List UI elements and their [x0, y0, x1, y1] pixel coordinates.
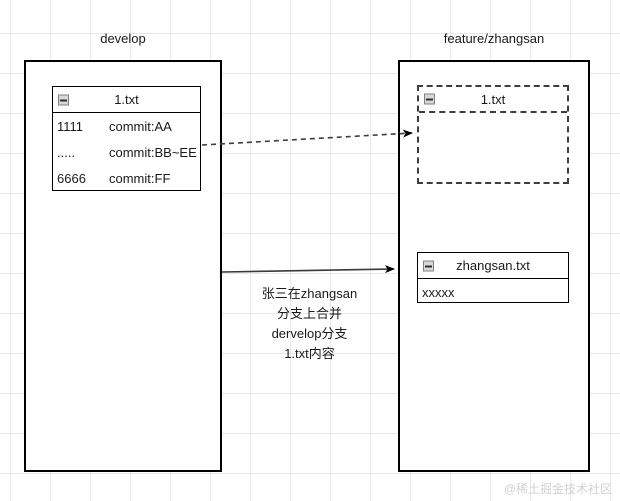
commit-row: 6666 commit:FF — [53, 165, 200, 191]
collapse-minus-icon[interactable] — [58, 94, 69, 105]
file-card-header: 1.txt — [53, 87, 200, 113]
commit-row: ..... commit:BB~EE — [53, 139, 200, 165]
file-content-row: xxxxx — [422, 284, 455, 300]
merge-note-line-2: 分支上合并 — [276, 306, 342, 321]
commit-message: commit:AA — [109, 118, 172, 134]
collapse-minus-icon[interactable] — [424, 93, 435, 105]
commit-hash: ..... — [57, 144, 76, 160]
merge-note: 张三在zhangsan 分支上合并 dervelop分支 1.txt内容 — [222, 284, 397, 364]
collapse-minus-icon[interactable] — [423, 260, 434, 271]
file-card-header: 1.txt — [419, 87, 567, 113]
commit-hash: 6666 — [57, 170, 86, 186]
file-card-title: 1.txt — [114, 92, 139, 107]
connector-dashed-1txt — [201, 129, 413, 146]
merge-note-line-1: 张三在zhangsan — [261, 286, 358, 301]
merge-note-line-3: dervelop分支 — [271, 326, 348, 341]
file-card-header: zhangsan.txt — [418, 253, 568, 279]
connector-solid-merge — [221, 265, 395, 274]
branch-title-feature: feature/zhangsan — [443, 31, 545, 46]
file-card-body: xxxxx — [418, 279, 568, 303]
file-card-develop-1txt[interactable]: 1.txt 1111 commit:AA ..... commit:BB~EE … — [52, 86, 201, 191]
file-card-title: 1.txt — [480, 91, 506, 107]
file-card-body — [419, 113, 567, 182]
commit-hash: 1111 — [57, 118, 84, 134]
file-card-feature-1txt[interactable]: 1.txt — [417, 85, 569, 184]
file-card-title: zhangsan.txt — [456, 258, 530, 273]
file-card-feature-zhangsan-txt[interactable]: zhangsan.txt xxxxx — [417, 252, 569, 303]
commit-message: commit:FF — [109, 170, 171, 186]
file-card-body: 1111 commit:AA ..... commit:BB~EE 6666 c… — [53, 113, 200, 191]
branch-title-develop: develop — [100, 31, 146, 46]
commit-row: 1111 commit:AA — [53, 113, 200, 139]
commit-message: commit:BB~EE — [109, 144, 197, 160]
watermark: @稀土掘金技术社区 — [503, 482, 612, 496]
merge-note-line-4: 1.txt内容 — [284, 346, 335, 361]
